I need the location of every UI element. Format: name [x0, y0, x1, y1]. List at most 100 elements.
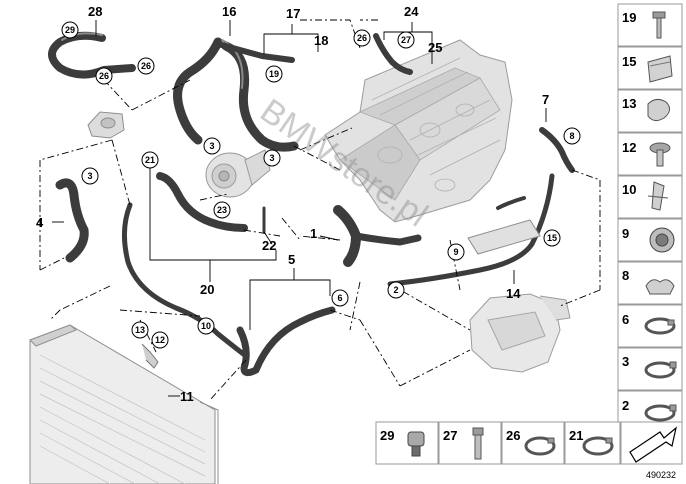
label-7: 7: [542, 92, 549, 107]
hose-clamp-icon: [644, 404, 677, 422]
side-part-15: 15: [617, 46, 683, 90]
svg-text:23: 23: [217, 205, 227, 215]
hose-clamp-icon: [582, 436, 614, 456]
circle-label-10: 10: [197, 317, 215, 335]
bottom-part-27: 27: [438, 421, 502, 465]
hose-clamp-icon: [644, 317, 676, 335]
label-18: 18: [314, 33, 328, 48]
bottom-part-21: 21: [564, 421, 621, 465]
circle-label-9: 9: [447, 243, 465, 261]
circle-label-21: 21: [141, 151, 159, 169]
thermostat-housing: [87, 111, 125, 139]
svg-text:10: 10: [201, 321, 211, 331]
leader-lines: [52, 20, 547, 397]
svg-text:29: 29: [380, 428, 394, 443]
bracket: [141, 343, 159, 369]
circle-labels: 29 26 26 19 26 27 3 3 3 21 23 8 9 15 2 6…: [61, 21, 581, 349]
side-part-19: 19: [617, 3, 683, 47]
circle-label-2: 2: [387, 281, 405, 299]
label-28: 28: [88, 4, 102, 19]
bottom-parts-row: 29 27 26 21: [375, 421, 683, 465]
label-11: 11: [180, 389, 194, 404]
label-22: 22: [262, 238, 276, 253]
bottom-part-26: 26: [501, 421, 565, 465]
engine-block: [324, 39, 513, 223]
circle-label-29: 29: [61, 21, 79, 39]
svg-text:26: 26: [357, 33, 367, 43]
svg-text:6: 6: [337, 293, 342, 303]
label-24: 24: [404, 4, 419, 19]
screw-icon: [649, 142, 671, 167]
svg-text:12: 12: [622, 140, 636, 155]
svg-text:15: 15: [547, 233, 557, 243]
svg-text:19: 19: [622, 10, 636, 25]
svg-text:3: 3: [87, 171, 92, 181]
circle-label-26-b: 26: [137, 57, 155, 75]
svg-text:19: 19: [269, 69, 279, 79]
arrow-box: [620, 421, 683, 465]
main-labels: 28 16 17 18 24 25 7 4 22 1 5 20 14 11: [36, 4, 549, 404]
hoses: [48, 31, 575, 377]
hose-clamp-icon: [524, 436, 556, 456]
label-20: 20: [200, 282, 214, 297]
circle-label-12: 12: [151, 331, 169, 349]
svg-text:29: 29: [65, 25, 75, 35]
circle-label-13: 13: [131, 321, 149, 339]
svg-text:26: 26: [99, 71, 109, 81]
bolt-icon: [652, 11, 666, 39]
radiator: [29, 324, 219, 484]
diagram-ref-number: 490232: [646, 470, 676, 480]
side-part-10: 10: [617, 175, 683, 219]
svg-text:13: 13: [135, 325, 145, 335]
side-part-12: 12: [617, 132, 683, 176]
svg-text:12: 12: [155, 335, 165, 345]
svg-text:27: 27: [401, 35, 411, 45]
clip-icon: [647, 55, 673, 83]
label-5: 5: [288, 252, 295, 267]
svg-text:3: 3: [209, 141, 214, 151]
circle-label-6: 6: [331, 289, 349, 307]
circle-label-26-a: 26: [95, 67, 113, 85]
svg-text:3: 3: [622, 354, 629, 369]
svg-text:3: 3: [269, 153, 274, 163]
svg-text:13: 13: [622, 96, 636, 111]
circle-label-26-c: 26: [353, 29, 371, 47]
expansion-tank: [469, 293, 571, 373]
circle-label-23: 23: [213, 201, 231, 219]
bolt-icon: [472, 427, 484, 460]
circle-label-3-a: 3: [203, 137, 221, 155]
svg-text:26: 26: [506, 428, 520, 443]
arrow-icon: [629, 426, 677, 463]
circle-label-3-c: 3: [81, 167, 99, 185]
side-part-8: 8: [617, 261, 683, 305]
label-4: 4: [36, 215, 44, 230]
side-part-9: 9: [617, 218, 683, 262]
svg-text:6: 6: [622, 312, 629, 327]
svg-text:9: 9: [453, 247, 458, 257]
svg-text:21: 21: [145, 155, 155, 165]
side-part-3: 3: [617, 347, 683, 391]
side-part-6: 6: [617, 304, 683, 348]
grommet-icon: [407, 431, 425, 457]
svg-text:21: 21: [569, 428, 583, 443]
side-parts-panel: 19 15 13 12: [617, 3, 683, 434]
circle-label-3-b: 3: [263, 149, 281, 167]
svg-text:26: 26: [141, 61, 151, 71]
svg-text:2: 2: [622, 398, 629, 413]
circle-label-15: 15: [543, 229, 561, 247]
double-clip-icon: [645, 279, 675, 295]
spring-clip-icon: [647, 98, 670, 122]
svg-text:27: 27: [443, 428, 457, 443]
holder-icon: [647, 181, 669, 211]
svg-text:10: 10: [622, 182, 636, 197]
label-25: 25: [428, 40, 442, 55]
svg-text:9: 9: [622, 226, 629, 241]
circle-label-19: 19: [265, 65, 283, 83]
svg-text:8: 8: [622, 268, 629, 283]
svg-text:8: 8: [569, 131, 574, 141]
circle-label-27: 27: [397, 31, 415, 49]
circle-label-8: 8: [563, 127, 581, 145]
side-part-13: 13: [617, 89, 683, 133]
label-14: 14: [506, 286, 521, 301]
